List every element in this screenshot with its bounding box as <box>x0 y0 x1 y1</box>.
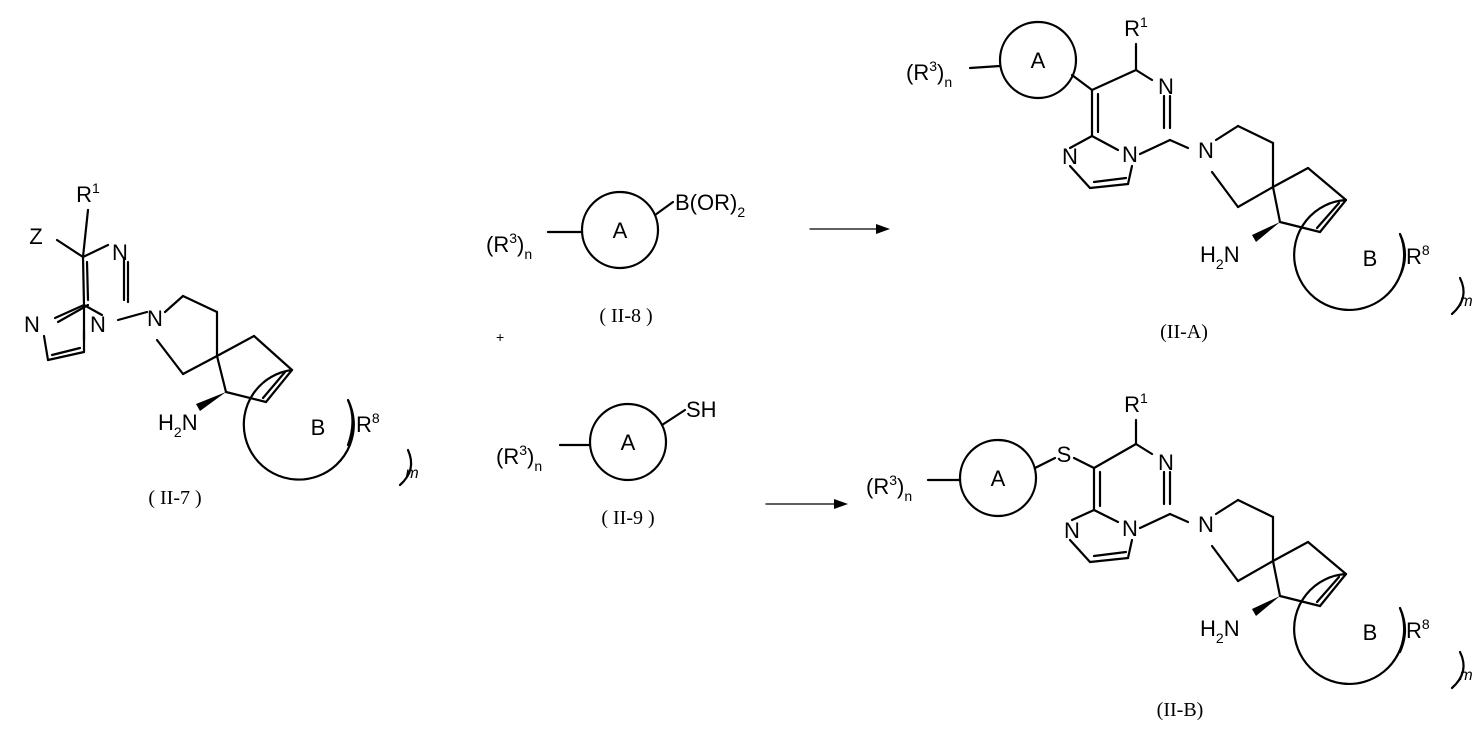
ii7-ring-b: B <box>311 415 326 440</box>
ii7-n-pyrimidine: N <box>112 240 128 265</box>
iia-h2n: H2N <box>1200 242 1240 272</box>
iib-ring-b: B <box>1363 620 1378 645</box>
iia-n-bridge: N <box>1122 142 1138 167</box>
ii7-label: ( II-7 ) <box>148 487 201 509</box>
iia-n-imidazole: N <box>1062 144 1078 169</box>
ii7-n-bridge: N <box>90 312 106 337</box>
ii8-r3: (R3)n <box>486 230 532 262</box>
compound-ii-b: (R3)n A S R1 N N N N H2N B R8 m (II-B) <box>866 390 1473 721</box>
ii7-bonds <box>44 210 411 485</box>
plus-sign: + <box>496 329 504 345</box>
iib-m: m <box>1459 667 1472 684</box>
iib-sulfur: S <box>1057 442 1072 467</box>
iia-r8: R8 <box>1406 242 1430 269</box>
iib-n-imidazole: N <box>1064 518 1080 543</box>
compound-ii-7: Z R1 N N N N H2N B R8 m ( II-7 ) <box>24 180 419 509</box>
ii9-r3: (R3)n <box>496 442 542 474</box>
ii8-boronate: B(OR)2 <box>675 190 745 220</box>
ii8-ring-a: A <box>613 218 628 243</box>
iia-m: m <box>1459 293 1472 310</box>
iia-r3: (R3)n <box>906 58 952 90</box>
ii7-n-imidazole: N <box>24 312 40 337</box>
ii7-r1: R1 <box>76 180 100 207</box>
iia-n-pyrimidine: N <box>1158 74 1174 99</box>
ii7-z: Z <box>29 224 42 249</box>
iib-r1: R1 <box>1124 390 1148 417</box>
iia-r1: R1 <box>1124 14 1148 41</box>
ii8-label: ( II-8 ) <box>599 305 652 327</box>
iib-r3: (R3)n <box>866 472 912 504</box>
iib-r8: R8 <box>1406 616 1430 643</box>
reaction-arrow-bottom <box>766 499 848 509</box>
ii9-sh: SH <box>686 397 717 422</box>
iib-h2n: H2N <box>1200 616 1240 646</box>
iib-n-piperidine: N <box>1198 512 1214 537</box>
ii7-r8: R8 <box>356 410 380 437</box>
compound-ii-a: (R3)n A R1 N N N N H2N B R8 m (II-A) <box>906 14 1473 343</box>
reaction-arrow-top <box>810 224 890 234</box>
iib-n-pyrimidine: N <box>1158 450 1174 475</box>
ii7-m: m <box>405 465 418 482</box>
compound-ii-9: (R3)n A SH ( II-9 ) <box>496 397 717 529</box>
iib-n-bridge: N <box>1122 516 1138 541</box>
iia-n-piperidine: N <box>1198 138 1214 163</box>
ii7-n-piperidine: N <box>147 306 163 331</box>
iia-ring-a: A <box>1031 48 1046 73</box>
iib-label: (II-B) <box>1157 699 1204 721</box>
ii9-label: ( II-9 ) <box>601 507 654 529</box>
iib-ring-a: A <box>991 466 1006 491</box>
ii7-h2n: H2N <box>158 410 198 440</box>
iia-ring-b: B <box>1363 246 1378 271</box>
ii9-ring-a: A <box>621 430 636 455</box>
compound-ii-8: (R3)n A B(OR)2 ( II-8 ) <box>486 190 745 327</box>
iia-label: (II-A) <box>1160 321 1208 343</box>
